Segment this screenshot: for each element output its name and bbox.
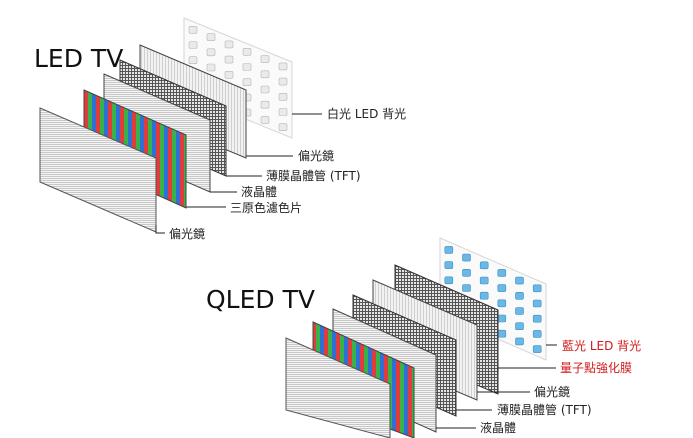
led-dot [497,299,507,308]
led-dot [479,261,489,270]
led-dot [462,253,471,262]
led-dot [444,276,454,285]
led-dot [532,284,542,293]
qled-blue-backlight-panel [439,237,547,361]
qled-stack [285,237,557,438]
led-dot [188,56,198,65]
led-dot [532,330,542,338]
led-dot [278,93,288,101]
led-dot [479,276,489,285]
qled-label-polarizer-back: 偏光鏡 [534,384,570,399]
led-dot [532,299,542,308]
qled-title: QLED TV [206,285,315,314]
led-dot [444,261,454,269]
qled-label-tft: 薄膜晶體管 (TFT) [497,402,592,417]
qled-label-liquid-crystal: 液晶體 [480,420,516,435]
blue-led-dots [444,246,542,353]
led-label-tft: 薄膜晶體管 (TFT) [266,168,361,183]
led-dot [278,108,288,116]
led-dot [278,62,288,71]
led-dot [260,85,270,94]
led-dot [188,25,198,34]
led-dot [260,55,270,63]
led-label-color-filter: 三原色濾色片 [230,200,302,215]
led-dot [206,48,216,57]
led-dot [224,71,234,79]
led-dot [497,329,507,338]
led-dot [242,78,252,86]
led-dot [278,77,288,86]
led-dot [497,314,507,323]
led-dot [497,269,507,277]
qled-label-backlight: 藍光 LED 背光 [562,339,641,353]
led-dot [260,100,270,109]
led-dot [515,291,524,300]
led-dot [206,63,216,72]
led-dot [532,314,542,323]
led-dot [479,291,489,300]
led-label-polarizer-back: 偏光鏡 [298,148,334,163]
led-dot [242,47,252,56]
led-dot [242,63,252,71]
led-title: LED TV [34,44,123,73]
led-dot [462,284,471,292]
led-leader-lines [155,113,322,234]
led-dot [515,322,524,331]
led-dot [462,268,471,277]
qled-leader-lines [436,344,557,429]
led-stack [39,17,322,234]
led-label-backlight: 白光 LED 背光 [327,106,406,121]
led-dot [260,70,270,79]
led-dot [532,345,542,353]
led-dot [188,41,198,49]
led-dot [444,246,454,254]
led-dot [224,55,234,64]
led-dot [515,337,524,346]
led-dot [515,307,524,315]
led-dot [260,116,270,124]
qled-label-qd-film: 量子點強化膜 [560,361,632,375]
led-label-polarizer-front: 偏光鏡 [169,226,205,241]
led-dot [224,40,234,49]
led-label-liquid-crystal: 液晶體 [241,184,277,199]
led-dot [515,276,524,285]
qled-polarizer-front [285,337,391,438]
led-dot [278,123,288,131]
led-dot [206,33,216,41]
led-dot [497,284,507,292]
